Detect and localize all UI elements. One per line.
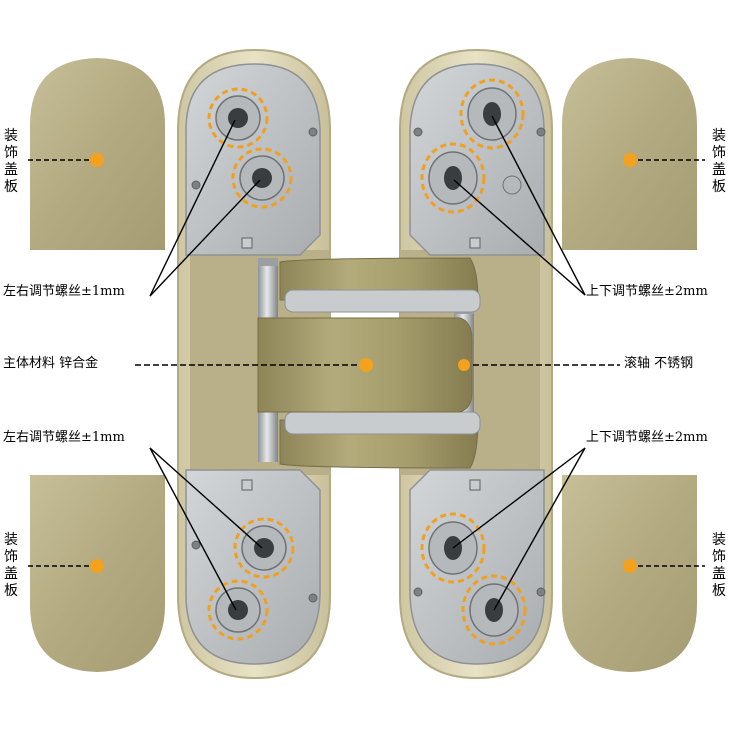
adjustment-screws <box>207 78 527 646</box>
label-cover-plate-top-left: 装饰 盖板 <box>4 128 18 195</box>
label-up-down-adjust-top: 上下调节螺丝±2mm <box>586 284 708 299</box>
screw-lr-top-1 <box>207 87 269 149</box>
leader-lines <box>28 115 705 611</box>
zinc-body-top-right <box>409 63 545 256</box>
label-left-right-adjust-top: 左右调节螺丝±1mm <box>3 284 125 299</box>
label-body-material: 主体材料 锌合金 <box>3 356 99 371</box>
cover-plate-bottom-left <box>30 475 165 672</box>
marker-dots <box>90 153 637 573</box>
cover-plate-bottom-right <box>562 475 697 672</box>
fixing-holes <box>191 127 546 603</box>
label-up-down-adjust-bottom: 上下调节螺丝±2mm <box>586 430 708 445</box>
label-roller-axis: 滚轴 不锈钢 <box>624 356 694 371</box>
label-cover-plate-bottom-right: 装饰 盖板 <box>712 532 726 599</box>
label-cover-plate-bottom-left: 装饰 盖板 <box>4 532 18 599</box>
screw-lr-bottom-1 <box>233 517 295 579</box>
label-left-right-adjust-bottom: 左右调节螺丝±1mm <box>3 430 125 445</box>
screw-ud-top-1 <box>459 78 525 150</box>
label-cover-plate-top-right: 装饰 盖板 <box>712 128 726 195</box>
